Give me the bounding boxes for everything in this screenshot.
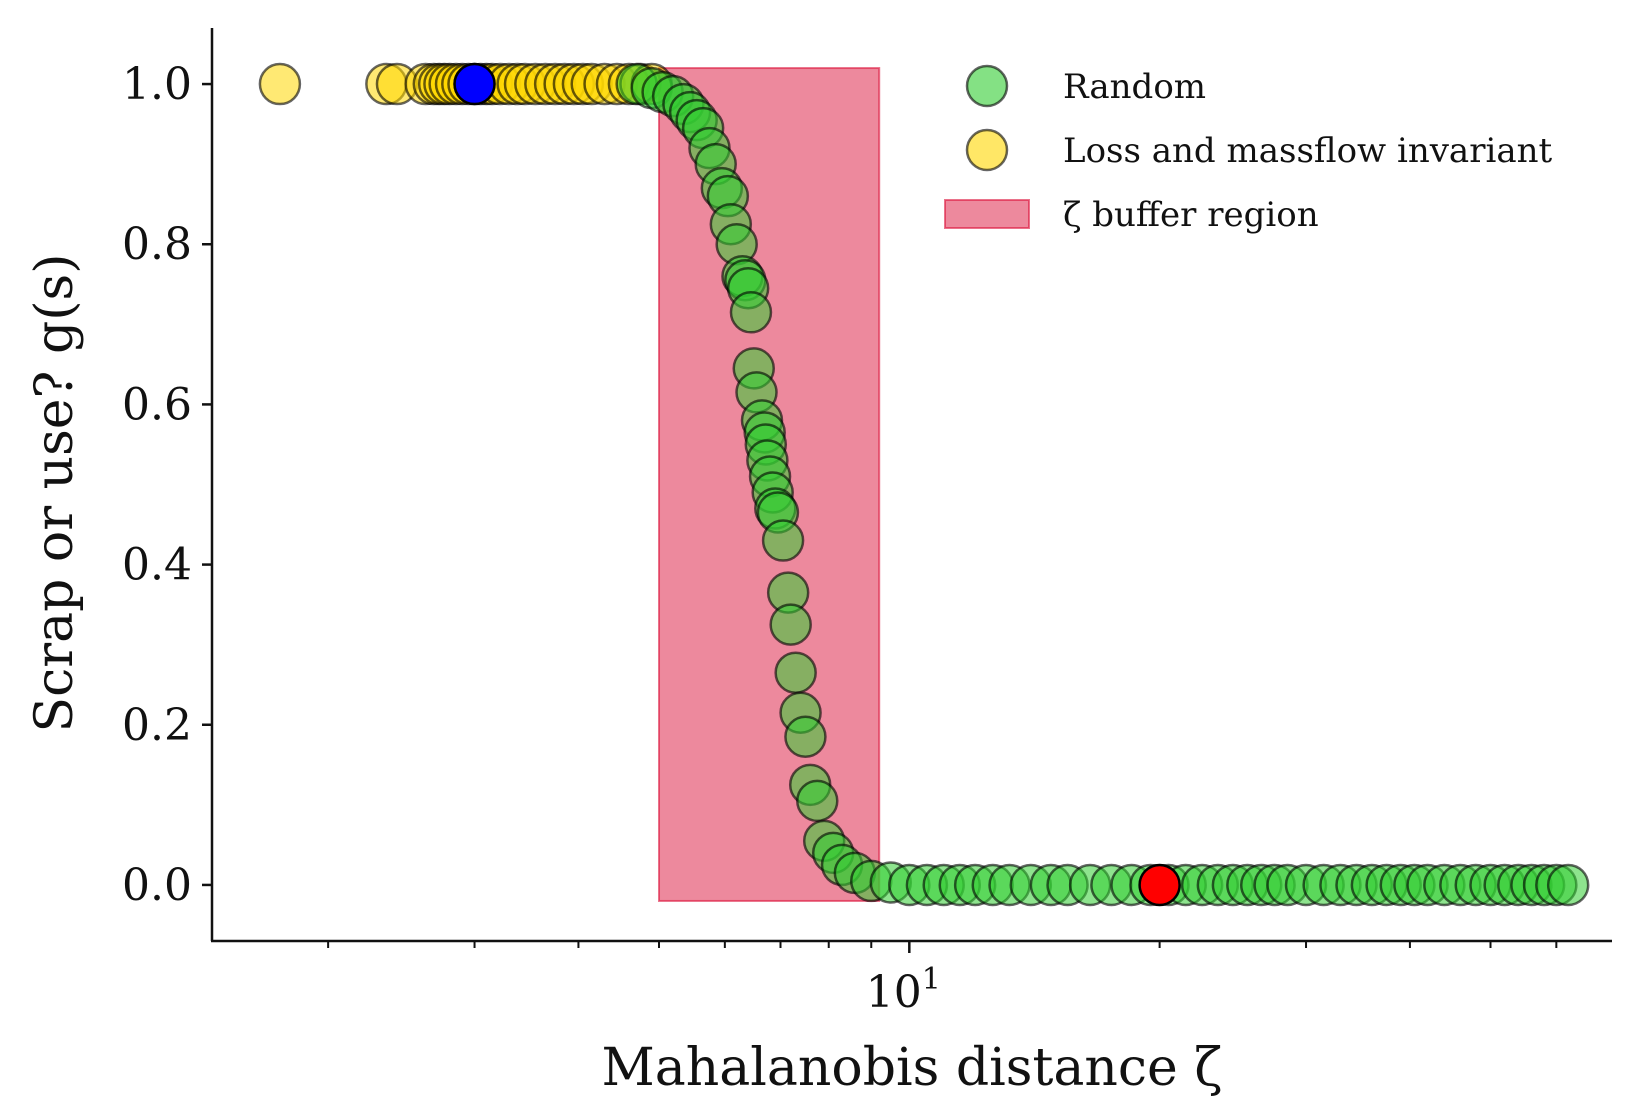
y-tick-label: 0.4 — [122, 540, 192, 591]
legend-marker — [965, 64, 1009, 108]
legend-label: Random — [1063, 67, 1206, 107]
highlight-point — [453, 62, 496, 106]
y-tick-label: 0.2 — [122, 700, 192, 751]
legend-patch — [944, 199, 1030, 229]
random-point — [761, 519, 805, 562]
random-point — [729, 291, 773, 334]
legend-marker — [965, 128, 1009, 172]
axes — [210, 28, 1612, 943]
ticks: 0.0 0.2 0.4 0.6 0.8 1.0 101 — [122, 59, 1558, 1018]
x-tick-label: 101 — [866, 962, 941, 1018]
x-axis-label: Mahalanobis distance ζ — [602, 1038, 1223, 1098]
random-point — [784, 715, 827, 759]
y-tick-label: 0.0 — [122, 860, 192, 911]
legend-label: Loss and massflow invariant — [1063, 131, 1553, 171]
random-point — [769, 603, 812, 646]
random-point — [796, 779, 839, 823]
legend-label: ζ buffer region — [1063, 195, 1319, 235]
random-point — [1546, 863, 1590, 907]
random-point — [774, 651, 817, 694]
y-tick-label: 1.0 — [122, 59, 192, 110]
highlight-point — [1138, 863, 1181, 907]
axis-labels: Mahalanobis distance ζ Scrap or use? g(s… — [25, 253, 1222, 1098]
y-tick-label: 0.6 — [122, 379, 192, 430]
points-layer — [258, 62, 1590, 907]
invariant-point — [258, 62, 302, 106]
y-tick-label: 0.8 — [122, 219, 192, 270]
y-axis-label: Scrap or use? g(s) — [25, 253, 85, 732]
